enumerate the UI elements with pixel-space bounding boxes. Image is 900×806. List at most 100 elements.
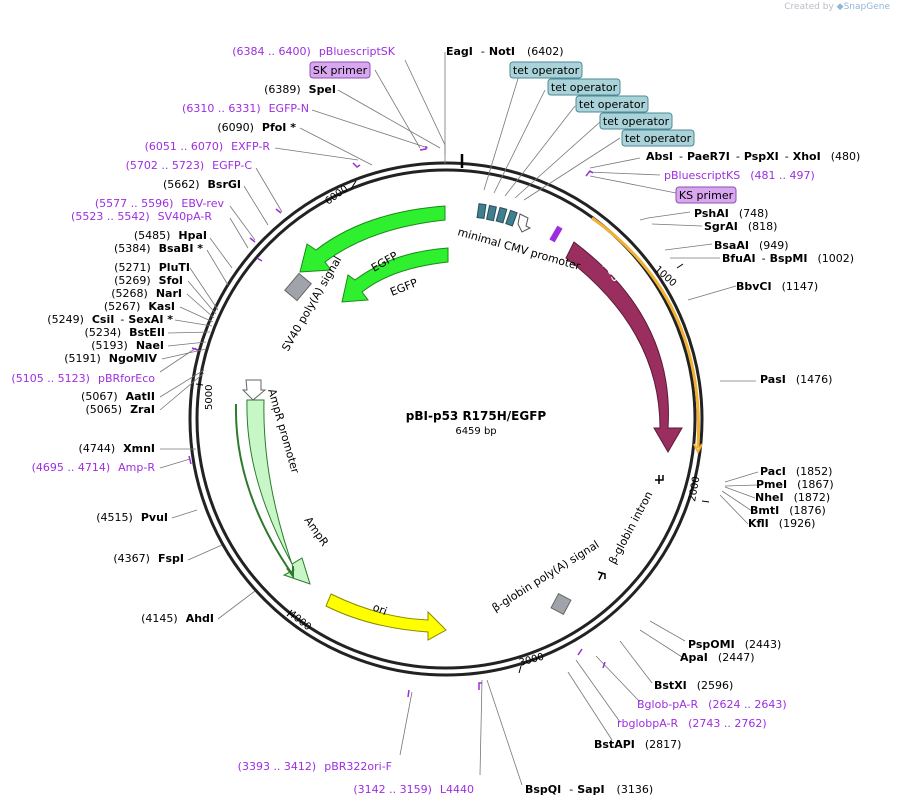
egfp2-label: EGFP: [388, 276, 420, 299]
enzyme-name: KasI: [148, 300, 175, 313]
ampr-promoter-label: AmpR promoter: [265, 387, 302, 475]
enzyme-name: NheI: [755, 491, 784, 504]
enzyme-name: BstEII: [129, 326, 165, 339]
tet-operator-5: tet operator: [625, 132, 692, 145]
plasmid-length: 6459 bp: [455, 426, 496, 437]
primer-name: EBV-rev: [181, 197, 224, 210]
enzyme-name: KflI: [748, 517, 769, 530]
boxed-primers: SK primer KS primer: [309, 61, 737, 204]
site-position: (949): [759, 239, 789, 252]
primer-label: (4695 .. 4714)Amp-R: [32, 461, 156, 474]
enzyme-label: (5268) NarI: [111, 287, 182, 300]
site-position: (5269): [114, 274, 151, 287]
bglobin-intron-mark: [655, 475, 664, 484]
bglobin-polya-box: [550, 592, 572, 616]
primer-name: pBluescriptKS: [664, 169, 740, 182]
site-position: (3393 .. 3412): [238, 760, 317, 773]
ampr-promoter-arrow: [241, 379, 267, 401]
enzyme-name: PspOMI: [688, 638, 735, 651]
site-position: (5268): [111, 287, 148, 300]
enzyme-name: BstAPI: [594, 738, 635, 751]
site-position: (6310 .. 6331): [182, 102, 261, 115]
separator: -: [785, 150, 789, 163]
enzyme-name: AbsI: [646, 150, 673, 163]
primer-label: Bglob-pA-R(2624 .. 2643): [637, 698, 787, 711]
enzyme-name: BbvCI: [736, 280, 772, 293]
primer-label: (5523 .. 5542)SV40pA-R: [71, 210, 212, 223]
enzyme-name: PvuI: [141, 511, 168, 524]
egfp-arrow-inner: [341, 247, 449, 303]
ks-primer-label: KS primer: [679, 189, 734, 202]
plasmid-backbone: [188, 161, 704, 677]
enzyme-label: BstXI(2596): [654, 679, 733, 692]
primer-label: (3393 .. 3412)pBR322ori-F: [238, 760, 392, 773]
enzyme-label: (5065)ZraI: [86, 403, 156, 416]
separator: -: [569, 783, 573, 796]
separator: -: [679, 150, 683, 163]
enzyme-label: BspQI-SapI(3136): [525, 783, 653, 796]
enzyme-label: (6389)SpeI: [264, 83, 336, 96]
enzyme-label: (5662)BsrGI: [163, 178, 241, 191]
enzyme-name: FspI: [158, 552, 184, 565]
site-position: (2624 .. 2643): [708, 698, 787, 711]
site-position: (5384): [114, 242, 151, 255]
primer-marks: [188, 146, 606, 698]
primer-label: (3142 .. 3159) L4440: [353, 783, 474, 796]
enzyme-name: SfoI: [159, 274, 183, 287]
enzyme-name: PmeI: [756, 478, 787, 491]
site-position: (1852): [796, 465, 833, 478]
enzyme-label: (5067)AatII: [81, 390, 155, 403]
site-position: (1872): [794, 491, 831, 504]
site-position: (3142 .. 3159): [353, 783, 432, 796]
site-position: (481 .. 497): [750, 169, 815, 182]
primer-label: pBluescriptKS (481 .. 497): [664, 169, 815, 182]
primer-label: (5702 .. 5723)EGFP-C: [126, 159, 253, 172]
right-labels: AbsI-PaeR7I-PspXI-XhoI(480)pBluescriptKS…: [594, 150, 860, 751]
enzyme-label: PasI(1476): [760, 373, 832, 386]
site-position: (5065): [86, 403, 123, 416]
enzyme-label: PmeI(1867): [756, 478, 834, 491]
enzyme-name: AhdI: [186, 612, 214, 625]
backbone-inner-strand: [195, 168, 697, 670]
ori-label: ori: [371, 601, 389, 618]
plasmid-title: pBI-p53 R175H/EGFP 6459 bp: [406, 409, 547, 437]
cut-site-ticks: [195, 154, 710, 674]
enzyme-label: (5191)NgoMIV: [64, 352, 157, 365]
backbone-outer-strand: [188, 161, 704, 677]
tick-label: 2000: [687, 476, 702, 503]
ori-arrow: [325, 593, 447, 641]
enzyme-name: NarI: [156, 287, 182, 300]
left-labels: (6384 .. 6400)pBluescriptSK(6389)SpeI(63…: [11, 45, 395, 625]
top-enzyme-label: EagI-NotI(6402): [446, 45, 564, 58]
enzyme-name: BstXI: [654, 679, 687, 692]
enzyme-label: (5384)BsaBI *: [114, 242, 203, 255]
primer-name: L4440: [440, 783, 474, 796]
site-position: (5105 .. 5123): [11, 372, 90, 385]
tet-operator-4: tet operator: [603, 115, 670, 128]
enzyme-label: NheI (1872): [755, 491, 830, 504]
enzyme-name: NaeI: [136, 339, 164, 352]
watermark-brand: SnapGene: [843, 2, 890, 12]
site-position: (3136): [617, 783, 654, 796]
enzyme-label: (5269) SfoI: [114, 274, 183, 287]
site-position: (4367): [113, 552, 150, 565]
enzyme-name: HpaI: [178, 229, 207, 242]
separator: -: [762, 252, 766, 265]
enzyme-label: BsaAI(949): [714, 239, 789, 252]
watermark-prefix: Created by: [784, 2, 834, 12]
enzyme-label: (6090)PfoI *: [217, 121, 296, 134]
site-position: (818): [748, 220, 778, 233]
enzyme-label: PspOMI(2443): [688, 638, 781, 651]
enzyme-label: BfuAI-BspMI(1002): [722, 252, 854, 265]
tet-operator-labels: tet operator tet operator tet operator t…: [509, 61, 695, 147]
enzyme-name: ApaI: [680, 651, 708, 664]
feature-arrows: [234, 203, 703, 641]
enzyme-label: (5234)BstEII: [85, 326, 165, 339]
enzyme-label: (4367) FspI: [113, 552, 184, 565]
tet-operator-3: tet operator: [579, 98, 646, 111]
primer-label: (6051 .. 6070)EXFP-R: [145, 140, 271, 153]
site-position: (2817): [645, 738, 682, 751]
primer-name: rbglobpA-R: [617, 717, 678, 730]
enzyme-pos: (6402): [527, 45, 564, 58]
enzyme-label: (5249)CsiI-SexAI *: [47, 313, 173, 326]
